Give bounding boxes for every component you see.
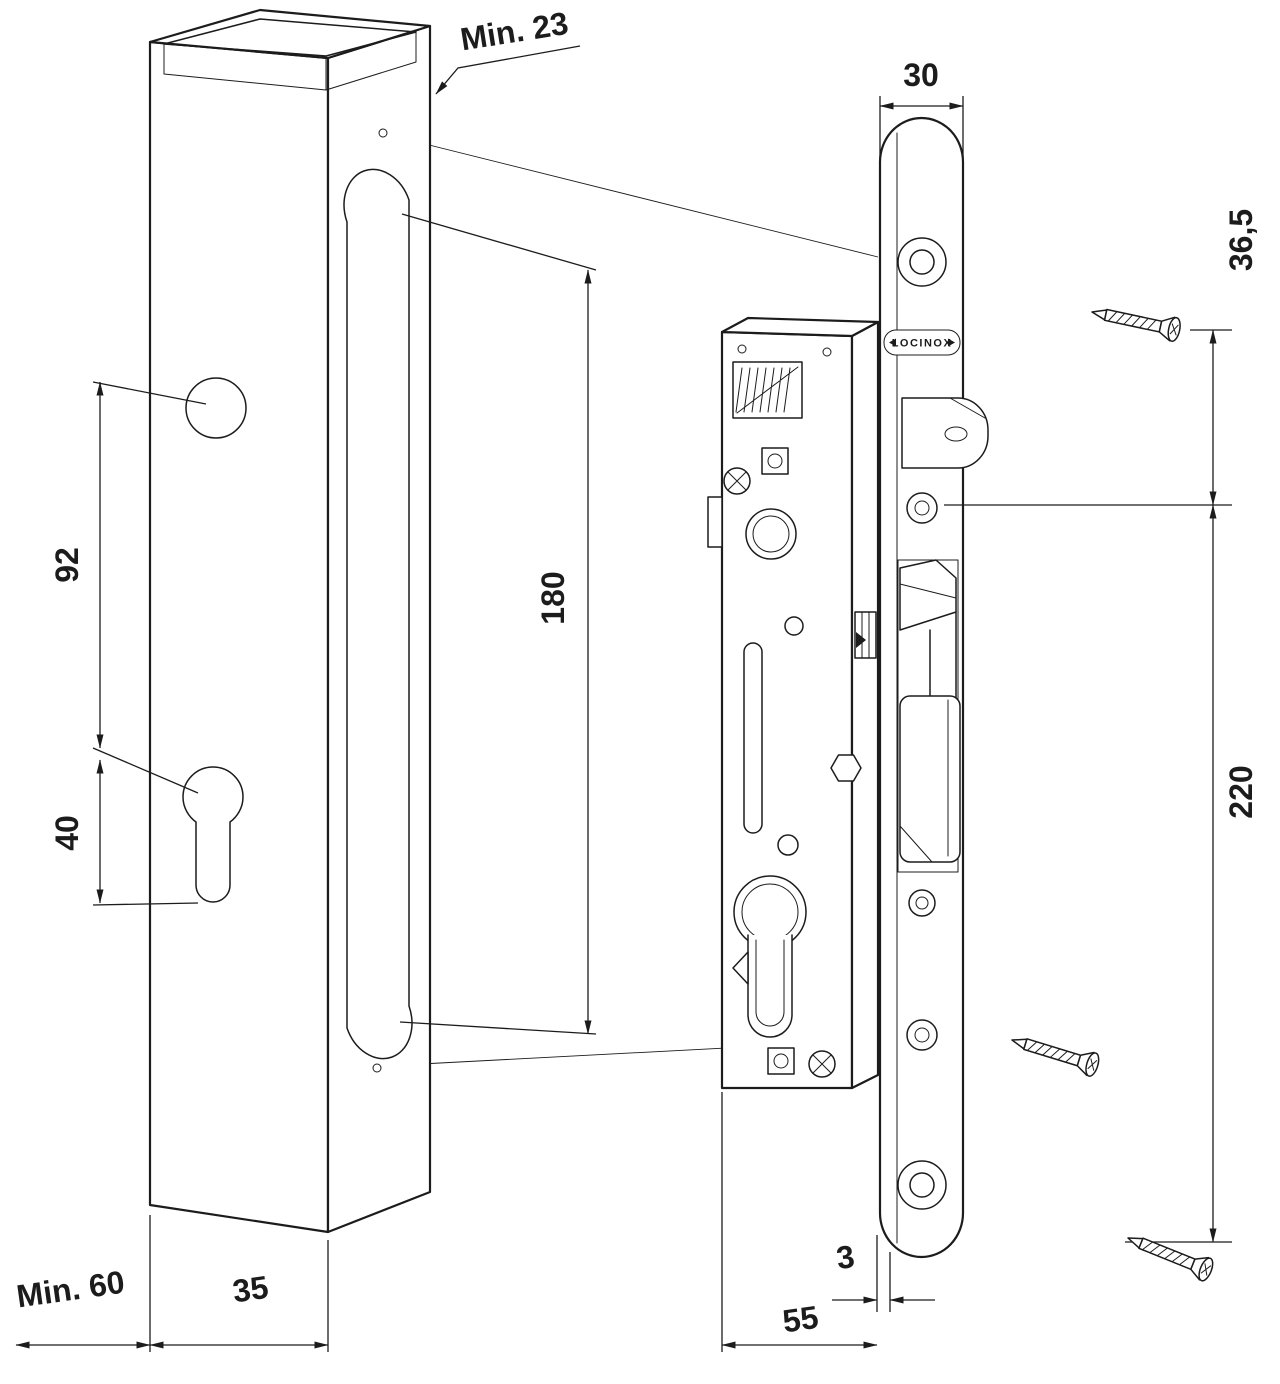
body-screw-upper-cross xyxy=(727,471,747,491)
latch-bolt-face xyxy=(944,426,968,442)
handle-hole xyxy=(185,377,247,439)
hook-bolt-top-line xyxy=(899,583,957,599)
dim-180-label: 180 xyxy=(535,571,571,624)
latch-bolt-bevel xyxy=(949,397,986,419)
dimension-92: 92 xyxy=(49,381,207,794)
lower-hole xyxy=(777,834,799,856)
euro-cylinder-stem xyxy=(747,934,793,1038)
hook-bolt-neck xyxy=(929,611,957,701)
plate-hole-mid1 xyxy=(908,889,936,917)
cylinder-fixing-hole xyxy=(906,492,938,524)
dim-40-label: 40 xyxy=(49,815,85,851)
pilot-hole-top xyxy=(378,128,388,138)
hook-bolt-body-lines xyxy=(899,699,949,863)
plate-hole-mid2 xyxy=(906,1019,938,1051)
adjust-slot xyxy=(743,642,763,834)
mortise-lock-drawing xyxy=(707,316,880,1090)
dim-92-ext xyxy=(92,381,207,794)
mounting-screw-top xyxy=(1088,299,1183,344)
dimension-220: 220 xyxy=(1125,504,1259,1243)
faceplate-outline xyxy=(878,116,965,1259)
brand-badge xyxy=(883,329,961,356)
dim-220-label: 220 xyxy=(1223,765,1259,818)
mounting-screw-middle xyxy=(1007,1027,1102,1079)
dim-3-label: 3 xyxy=(834,1238,857,1276)
cylinder-keyhole-cutout xyxy=(182,766,244,903)
hook-pivot-tab-lines xyxy=(861,611,870,659)
dim-min23-leader xyxy=(435,45,581,95)
mounting-hole-top-inner xyxy=(909,249,935,275)
mounting-screws xyxy=(1007,299,1217,1284)
hook-bolt-top xyxy=(899,559,957,631)
rivet-top-left xyxy=(737,344,747,354)
hex-nut xyxy=(830,754,862,782)
square-nut-upper-hole xyxy=(767,453,783,469)
dim-180-ext xyxy=(399,213,597,1035)
euro-cylinder-stem-inner xyxy=(755,939,785,1027)
dim-min60-label: Min. 60 xyxy=(14,1264,126,1315)
plate-hole-mid2-inner xyxy=(914,1027,930,1043)
dimension-40: 40 xyxy=(49,759,199,906)
lock-side-face xyxy=(850,320,880,1090)
cylinder-fixing-hole-inner xyxy=(914,500,930,516)
square-nut-lower-hole xyxy=(773,1053,789,1069)
mounting-hole-bottom-inner xyxy=(909,1172,935,1198)
dim-55-label: 55 xyxy=(780,1299,820,1340)
hook-pivot-marker xyxy=(856,632,866,648)
dimension-36-5: 36,5 xyxy=(944,209,1259,506)
dimension-min-60: Min. 60 xyxy=(14,1215,151,1352)
mounting-hole-top xyxy=(897,237,947,287)
lock-slot-cutout xyxy=(343,168,413,1060)
dim-36-5-ext xyxy=(944,329,1232,506)
mounting-hole-bottom xyxy=(897,1160,947,1210)
dim-36-5-label: 36,5 xyxy=(1223,209,1259,271)
projection-line-top xyxy=(388,134,879,258)
dimension-3: 3 xyxy=(832,1235,935,1312)
dim-35-label: 35 xyxy=(230,1269,270,1310)
dim-min23-label: Min. 23 xyxy=(458,5,571,58)
pilot-hole-bottom xyxy=(372,1063,382,1073)
dimension-35: 35 xyxy=(149,1240,329,1352)
dimension-30: 30 xyxy=(879,57,964,158)
mounting-screw-bottom xyxy=(1122,1226,1217,1284)
spring-coil xyxy=(735,366,799,414)
dim-92-label: 92 xyxy=(49,547,85,583)
gate-post-drawing xyxy=(148,8,432,1234)
post-inner-walls xyxy=(163,31,417,91)
plate-hole-mid1-inner xyxy=(915,896,929,910)
brand-badge-arrows xyxy=(889,338,955,347)
dimension-55: 55 xyxy=(721,1092,878,1352)
faceplate-drawing: LOCINOX xyxy=(878,116,989,1259)
post-top-opening xyxy=(148,8,432,60)
rivet-top-right xyxy=(822,347,832,357)
cylinder-cam-tab xyxy=(732,951,749,985)
post-front-face xyxy=(148,40,330,1234)
hook-bolt-body xyxy=(899,695,961,863)
handle-follower-inner xyxy=(752,515,790,553)
dim-3-ext xyxy=(876,1235,891,1312)
body-screw-lower-cross xyxy=(812,1054,832,1074)
mid-hole xyxy=(784,616,804,636)
dimension-180: 180 xyxy=(399,213,597,1035)
hook-pivot-tab xyxy=(854,611,877,659)
dimension-min-23: Min. 23 xyxy=(435,5,581,95)
lock-top-face xyxy=(720,316,880,338)
brand-label: LOCINOX xyxy=(892,338,953,350)
latch-guide-tab xyxy=(707,496,723,548)
dim-40-ext xyxy=(92,902,199,906)
dim-30-label: 30 xyxy=(903,57,939,93)
